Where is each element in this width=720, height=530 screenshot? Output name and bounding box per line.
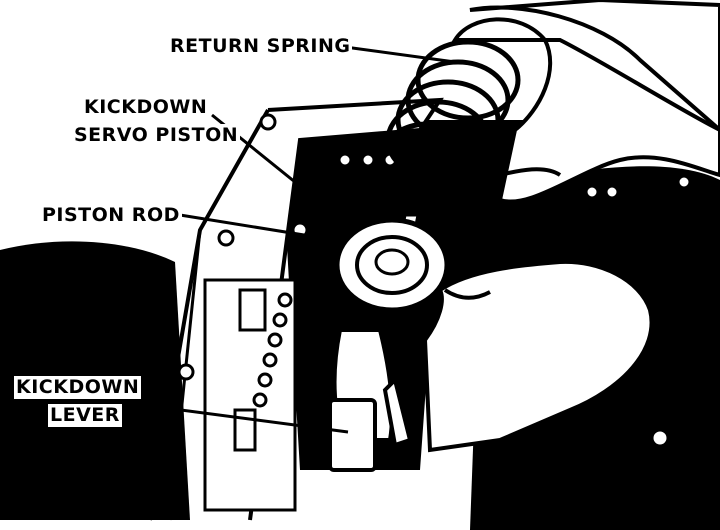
label-kickdown-servo-piston-line2: SERVO PISTON xyxy=(72,124,241,147)
kickdown-lever xyxy=(328,328,413,472)
kickdown-servo-piston xyxy=(334,217,450,322)
lower-hand xyxy=(422,259,654,453)
label-kickdown-servo-piston-line1: KICKDOWN xyxy=(82,96,210,119)
figure-number: RB741 xyxy=(32,478,89,496)
label-piston-rod: PISTON ROD xyxy=(40,204,182,227)
piston-rod-leader xyxy=(179,213,336,242)
return-spring xyxy=(377,39,521,199)
upper-hand xyxy=(451,0,720,204)
return-spring-leader xyxy=(344,45,456,64)
label-kickdown-lever-line1: KICKDOWN xyxy=(14,376,142,399)
label-return-spring: RETURN SPRING xyxy=(168,35,353,58)
kickdown-lever-leader xyxy=(142,403,349,434)
valve-body-holes xyxy=(252,152,620,408)
label-kickdown-lever-line2: LEVER xyxy=(48,404,122,427)
